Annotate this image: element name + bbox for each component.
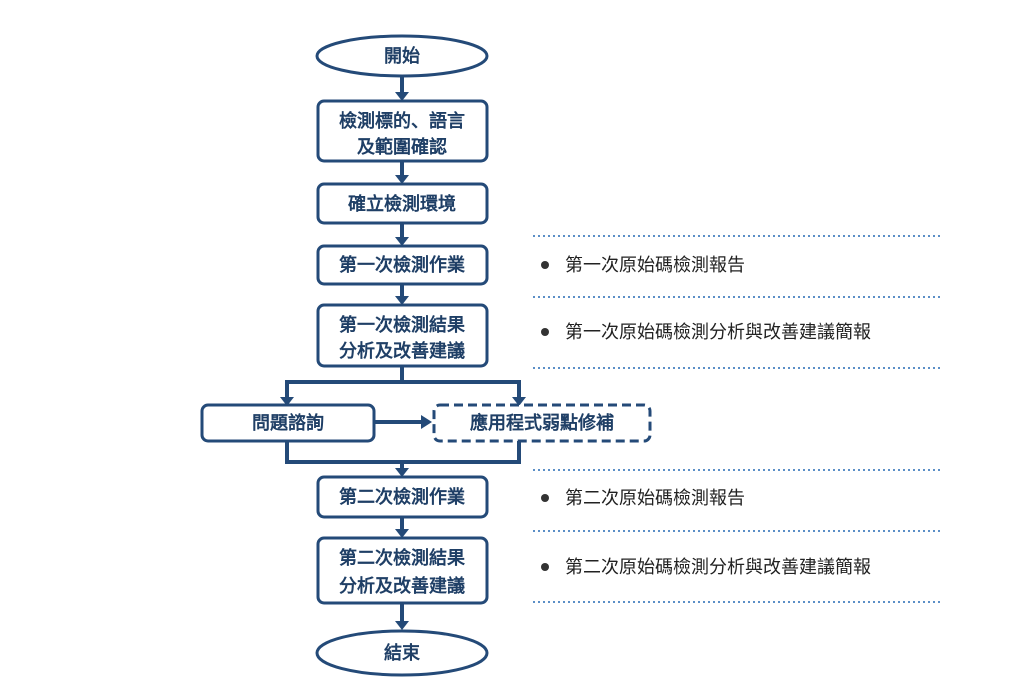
arrowhead bbox=[395, 621, 409, 630]
step-vulnerability-fix-label: 應用程式弱點修補 bbox=[470, 412, 614, 434]
arrowhead bbox=[421, 415, 432, 429]
step-setup-environment: 確立檢測環境 bbox=[316, 182, 489, 225]
end-node: 結束 bbox=[315, 629, 489, 677]
deliverable-text: 第一次原始碼檢測分析與改善建議簡報 bbox=[565, 322, 871, 343]
deliverable-item: 第二次原始碼檢測分析與改善建議簡報 bbox=[541, 557, 871, 578]
step-consultation: 問題諮詢 bbox=[200, 403, 376, 443]
arrowhead bbox=[395, 468, 409, 477]
bullet-icon bbox=[541, 494, 549, 502]
step-second-test: 第二次檢測作業 bbox=[316, 475, 489, 519]
step-confirm-scope-line1: 檢測標的、語言 bbox=[339, 110, 465, 132]
step-second-analysis-line1: 第二次檢測結果 bbox=[339, 547, 466, 569]
arrowhead bbox=[512, 397, 526, 406]
arrowhead bbox=[395, 92, 409, 101]
step-first-analysis: 第一次檢測結果 分析及改善建議 bbox=[316, 303, 489, 368]
connector-step4-to-fix bbox=[402, 380, 521, 398]
arrowhead bbox=[395, 296, 409, 305]
bullet-icon bbox=[541, 563, 549, 571]
step-second-analysis-line2: 分析及改善建議 bbox=[339, 575, 465, 597]
step-second-test-label: 第二次檢測作業 bbox=[339, 486, 466, 508]
deliverable-item: 第一次原始碼檢測報告 bbox=[541, 255, 745, 276]
deliverable-text: 第一次原始碼檢測報告 bbox=[565, 255, 745, 276]
connectors bbox=[280, 76, 526, 630]
arrowhead bbox=[395, 529, 409, 538]
start-label: 開始 bbox=[384, 45, 420, 67]
step-first-test-label: 第一次檢測作業 bbox=[339, 254, 466, 276]
connector-merge-consult bbox=[285, 441, 402, 464]
step-setup-environment-label: 確立檢測環境 bbox=[348, 193, 456, 215]
step-vulnerability-fix: 應用程式弱點修補 bbox=[432, 403, 652, 443]
arrowhead bbox=[395, 175, 409, 184]
step-first-test: 第一次檢測作業 bbox=[316, 244, 489, 286]
arrowhead bbox=[395, 237, 409, 246]
connector-step4-split bbox=[285, 366, 404, 398]
bullet-icon bbox=[541, 328, 549, 336]
end-label: 結束 bbox=[384, 642, 421, 664]
deliverable-item: 第二次原始碼檢測報告 bbox=[541, 488, 745, 509]
step-first-analysis-line1: 第一次檢測結果 bbox=[339, 314, 466, 336]
deliverable-item: 第一次原始碼檢測分析與改善建議簡報 bbox=[541, 322, 871, 343]
deliverables-panel: 第一次原始碼檢測報告 第一次原始碼檢測分析與改善建議簡報 第二次原始碼檢測報告 … bbox=[533, 235, 940, 603]
step-second-analysis: 第二次檢測結果 分析及改善建議 bbox=[316, 536, 489, 605]
bullet-icon bbox=[541, 261, 549, 269]
start-node: 開始 bbox=[315, 34, 489, 78]
step-consultation-label: 問題諮詢 bbox=[252, 412, 324, 434]
arrowhead bbox=[280, 397, 294, 406]
deliverable-text: 第二次原始碼檢測分析與改善建議簡報 bbox=[565, 557, 871, 578]
step-confirm-scope-line2: 及範圍確認 bbox=[357, 136, 447, 158]
deliverable-text: 第二次原始碼檢測報告 bbox=[565, 488, 745, 509]
step-first-analysis-line2: 分析及改善建議 bbox=[339, 340, 465, 362]
connector-merge-fix bbox=[402, 441, 521, 464]
step-confirm-scope: 檢測標的、語言 及範圍確認 bbox=[316, 99, 489, 163]
